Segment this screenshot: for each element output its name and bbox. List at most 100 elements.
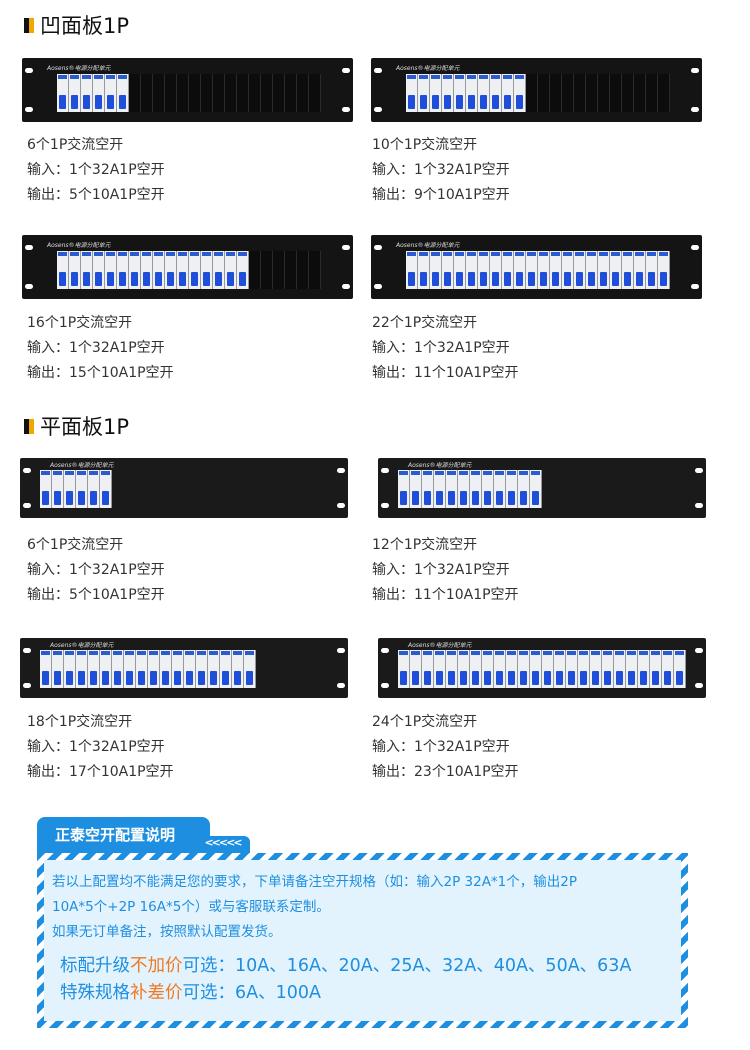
circuit-breaker (454, 251, 466, 289)
panel-brand-label: Aosens®电源分配单元 (50, 642, 114, 649)
mount-hole (23, 683, 31, 688)
upgrade-label: 标配升级 (60, 956, 130, 976)
product-panel-image: Aosens®电源分配单元 (20, 458, 348, 518)
circuit-breaker (64, 470, 76, 508)
circuit-breaker (196, 650, 208, 688)
mount-hole (374, 107, 382, 112)
circuit-breaker (88, 470, 100, 508)
circuit-breaker (117, 251, 129, 289)
spec-output: 输出：9个10A1P空开 (372, 187, 510, 203)
section-title: 平面板1P (40, 415, 130, 439)
circuit-breaker (148, 650, 160, 688)
circuit-breaker (470, 650, 482, 688)
product-spec: 12个1P交流空开输入：1个32A1P空开输出：11个10A1P空开 (372, 533, 519, 608)
panel-brand-label: Aosens®电源分配单元 (47, 65, 111, 72)
circuit-breaker (518, 470, 530, 508)
empty-slot (129, 74, 141, 112)
circuit-breaker (506, 470, 518, 508)
panel-brand-label: Aosens®电源分配单元 (408, 642, 472, 649)
circuit-breaker (220, 650, 232, 688)
spec-name: 22个1P交流空开 (372, 315, 478, 331)
product-panel-image: Aosens®电源分配单元 (378, 638, 706, 698)
section-marker-icon (24, 17, 34, 33)
circuit-breaker (458, 470, 470, 508)
circuit-breaker (514, 251, 526, 289)
empty-slot (598, 74, 610, 112)
circuit-breaker (117, 74, 129, 112)
product-spec: 24个1P交流空开输入：1个32A1P空开输出：23个10A1P空开 (372, 710, 519, 785)
circuit-breaker (422, 470, 434, 508)
circuit-breaker (490, 74, 502, 112)
product-panel-image: Aosens®电源分配单元 (371, 235, 702, 299)
circuit-breaker (470, 470, 482, 508)
empty-slot (309, 251, 321, 289)
product-panel-image: Aosens®电源分配单元 (371, 58, 702, 122)
circuit-breaker (598, 251, 610, 289)
circuit-breaker (466, 251, 478, 289)
circuit-breaker (189, 251, 201, 289)
section-header-flat: 平面板1P (24, 411, 129, 441)
circuit-breaker (622, 251, 634, 289)
section-title: 凹面板1P (40, 14, 130, 38)
circuit-breaker (153, 251, 165, 289)
circuit-breaker (100, 470, 112, 508)
circuit-breaker (232, 650, 244, 688)
product-spec: 22个1P交流空开输入：1个32A1P空开输出：11个10A1P空开 (372, 311, 519, 386)
spec-input: 输入：1个32A1P空开 (372, 562, 510, 578)
empty-slot (285, 74, 297, 112)
mount-hole (25, 107, 33, 112)
spec-input: 输入：1个32A1P空开 (372, 739, 510, 755)
circuit-breaker (57, 251, 69, 289)
circuit-breaker (574, 251, 586, 289)
upgrade-highlight: 不加价 (130, 956, 183, 976)
circuit-breaker (410, 650, 422, 688)
empty-slot (189, 74, 201, 112)
empty-slot (646, 74, 658, 112)
circuit-breaker (554, 650, 566, 688)
spec-output: 输出：5个10A1P空开 (27, 187, 165, 203)
panel-brand-label: Aosens®电源分配单元 (50, 462, 114, 469)
empty-slot (285, 251, 297, 289)
circuit-breaker (482, 650, 494, 688)
mount-hole (691, 284, 699, 289)
circuit-breaker (124, 650, 136, 688)
mount-hole (381, 683, 389, 688)
spec-name: 18个1P交流空开 (27, 714, 133, 730)
circuit-breaker (530, 470, 542, 508)
circuit-breaker (69, 74, 81, 112)
mount-hole (23, 648, 31, 653)
mount-hole (374, 68, 382, 73)
panel-brand-label: Aosens®电源分配单元 (396, 242, 460, 249)
circuit-breaker (136, 650, 148, 688)
mount-hole (25, 245, 33, 250)
arrows-icon: <<<<< (195, 836, 250, 855)
spec-name: 24个1P交流空开 (372, 714, 478, 730)
spec-output: 输出：15个10A1P空开 (27, 365, 174, 381)
special-options: 特殊规格补差价可选：6A、100A (52, 980, 673, 1007)
circuit-breaker (514, 74, 526, 112)
circuit-breaker (88, 650, 100, 688)
circuit-breaker (458, 650, 470, 688)
panel-brand-label: Aosens®电源分配单元 (408, 462, 472, 469)
circuit-breaker (177, 251, 189, 289)
circuit-breaker (430, 251, 442, 289)
empty-slot (213, 74, 225, 112)
circuit-breaker (100, 650, 112, 688)
circuit-breaker (662, 650, 674, 688)
info-line: 若以上配置均不能满足您的要求，下单请备注空开规格（如：输入2P 32A*1个，输… (52, 874, 578, 890)
circuit-breaker (81, 251, 93, 289)
section-header-recessed: 凹面板1P (24, 10, 129, 40)
circuit-breaker (160, 650, 172, 688)
circuit-breaker (446, 470, 458, 508)
circuit-breaker (40, 470, 52, 508)
empty-slot (249, 251, 261, 289)
mount-hole (342, 68, 350, 73)
circuit-breaker (406, 251, 418, 289)
circuit-breaker (502, 251, 514, 289)
info-line: 如果无订单备注，按照默认配置发货。 (52, 924, 282, 940)
circuit-breaker (674, 650, 686, 688)
circuit-breaker (57, 74, 69, 112)
special-highlight: 补差价 (130, 983, 183, 1003)
spec-output: 输出：23个10A1P空开 (372, 764, 519, 780)
mount-hole (381, 468, 389, 473)
